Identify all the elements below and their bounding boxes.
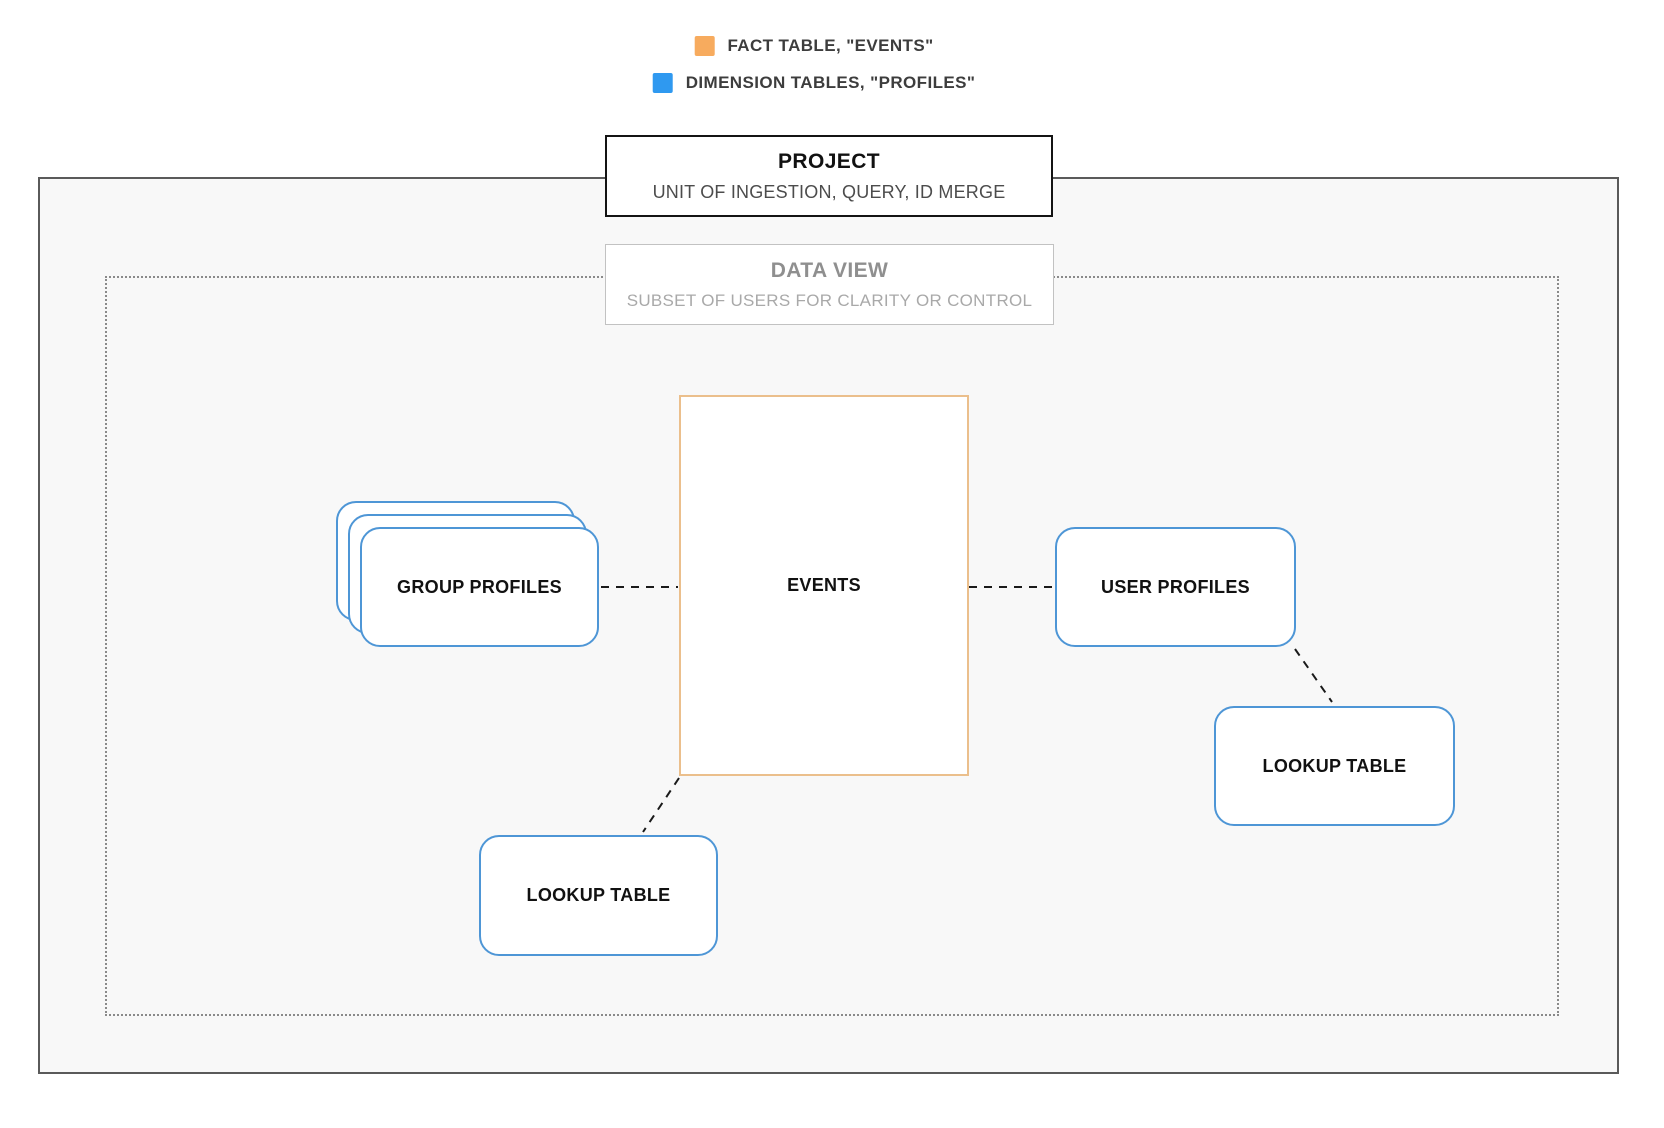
connector-events-lookup-table	[642, 777, 680, 833]
user-profiles-label: USER PROFILES	[1101, 576, 1250, 597]
legend: FACT TABLE, "EVENTS" DIMENSION TABLES, "…	[652, 36, 976, 93]
lookup-table-right-node: LOOKUP TABLE	[1214, 706, 1455, 826]
data-view-title: DATA VIEW	[770, 258, 889, 282]
events-node: EVENTS	[679, 395, 969, 776]
project-subtitle: UNIT OF INGESTION, QUERY, ID MERGE	[652, 181, 1006, 202]
legend-label-dimension-tables: DIMENSION TABLES, "PROFILES"	[685, 73, 976, 92]
connector-user-profiles-lookup-table	[1294, 648, 1333, 703]
lookup-table-right-label: LOOKUP TABLE	[1262, 755, 1407, 776]
group-profiles-node: GROUP PROFILES	[360, 527, 599, 647]
group-profiles-label: GROUP PROFILES	[397, 576, 562, 597]
project-title: PROJECT	[778, 149, 880, 173]
data-view-title-box: DATA VIEW SUBSET OF USERS FOR CLARITY OR…	[605, 244, 1054, 325]
lookup-table-left-node: LOOKUP TABLE	[479, 835, 718, 956]
fact-table-color-swatch	[694, 36, 715, 56]
legend-item-fact-table: FACT TABLE, "EVENTS"	[694, 36, 933, 56]
lookup-table-left-label: LOOKUP TABLE	[526, 885, 671, 905]
data-view-subtitle: SUBSET OF USERS FOR CLARITY OR CONTROL	[626, 290, 1033, 310]
dimension-tables-color-swatch	[652, 73, 673, 93]
user-profiles-node: USER PROFILES	[1055, 527, 1296, 647]
legend-item-dimension-tables: DIMENSION TABLES, "PROFILES"	[652, 73, 976, 93]
legend-label-fact-table: FACT TABLE, "EVENTS"	[727, 36, 934, 55]
events-label: EVENTS	[787, 575, 861, 595]
project-title-box: PROJECT UNIT OF INGESTION, QUERY, ID MER…	[605, 135, 1053, 217]
